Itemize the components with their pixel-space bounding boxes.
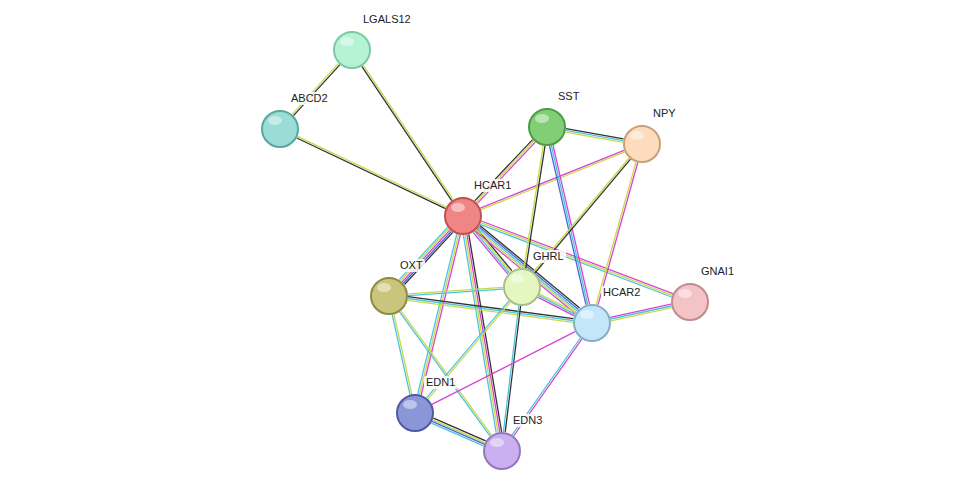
evidence-line <box>401 229 449 281</box>
interaction-edge <box>550 145 590 305</box>
interaction-edge <box>538 294 576 316</box>
evidence-line <box>432 421 484 444</box>
evidence-line <box>298 136 447 207</box>
protein-node: NPY <box>623 125 661 163</box>
node-highlight <box>377 283 391 292</box>
evidence-line <box>596 162 636 304</box>
evidence-line <box>294 65 340 116</box>
evidence-line <box>421 235 460 395</box>
node-highlight <box>268 116 282 125</box>
evidence-line <box>402 230 450 282</box>
protein-node: GNAI1 <box>671 283 709 321</box>
interaction-edge <box>475 140 536 204</box>
interaction-edge <box>418 234 461 395</box>
evidence-line <box>566 130 624 140</box>
interaction-edge <box>292 63 340 115</box>
evidence-line <box>363 65 453 199</box>
protein-node: ABCD2 <box>261 110 299 148</box>
evidence-line <box>538 297 574 316</box>
evidence-line <box>394 314 412 394</box>
interaction-edge <box>392 314 412 394</box>
protein-node: EDN3 <box>483 432 521 470</box>
node-highlight <box>451 203 465 212</box>
evidence-line <box>477 142 535 203</box>
protein-node: HCAR2 <box>573 304 611 342</box>
node-highlight <box>580 310 594 319</box>
evidence-line <box>551 146 587 305</box>
evidence-line <box>540 294 576 313</box>
protein-node: HCAR1 <box>444 197 482 235</box>
node-label: NPY <box>651 107 678 120</box>
node-label: GHRL <box>531 250 566 263</box>
evidence-line <box>392 315 410 395</box>
evidence-line <box>408 300 573 322</box>
protein-node: OXT <box>370 277 408 315</box>
evidence-line <box>362 66 452 200</box>
node-label: EDN1 <box>424 376 457 389</box>
evidence-line <box>550 146 587 305</box>
protein-node: SST <box>528 108 566 146</box>
node-highlight <box>340 37 354 46</box>
evidence-line <box>432 332 575 405</box>
evidence-line <box>611 308 672 321</box>
node-label: GNAI1 <box>699 265 736 278</box>
interaction-edge <box>463 234 501 432</box>
evidence-line <box>539 296 575 315</box>
node-label: HCAR1 <box>472 179 513 192</box>
evidence-line <box>297 138 446 209</box>
evidence-line <box>433 420 485 443</box>
evidence-line <box>476 141 534 202</box>
node-label: LGALS12 <box>361 13 413 26</box>
node-highlight <box>490 438 504 447</box>
node-highlight <box>403 400 417 409</box>
interaction-edge <box>596 162 638 305</box>
node-highlight <box>510 274 524 283</box>
evidence-line <box>434 418 486 441</box>
node-label: HCAR2 <box>601 286 642 299</box>
evidence-line <box>610 304 671 317</box>
protein-node: LGALS12 <box>333 31 371 69</box>
node-highlight <box>678 289 692 298</box>
protein-node: EDN1 <box>396 394 434 432</box>
interaction-edge <box>432 332 575 405</box>
evidence-line <box>565 132 623 142</box>
interaction-edge <box>431 418 485 446</box>
node-label: EDN3 <box>511 414 544 427</box>
evidence-line <box>469 234 502 431</box>
node-label: ABCD2 <box>289 92 330 105</box>
interaction-edge <box>565 129 623 143</box>
evidence-line <box>403 231 451 283</box>
evidence-line <box>408 299 573 321</box>
node-highlight <box>535 114 549 123</box>
evidence-line <box>598 163 638 305</box>
evidence-line <box>553 145 590 304</box>
node-label: SST <box>556 90 581 103</box>
evidence-line <box>431 423 483 446</box>
interaction-edge <box>610 304 672 321</box>
node-highlight <box>630 131 644 140</box>
interaction-edge <box>297 136 446 208</box>
evidence-line <box>292 63 338 114</box>
interaction-edge <box>399 228 452 285</box>
interaction-edge <box>408 287 503 295</box>
evidence-line <box>408 289 503 295</box>
protein-node: GHRL <box>503 268 541 306</box>
evidence-line <box>611 306 672 319</box>
interaction-edge <box>362 65 453 200</box>
node-label: OXT <box>398 259 425 272</box>
